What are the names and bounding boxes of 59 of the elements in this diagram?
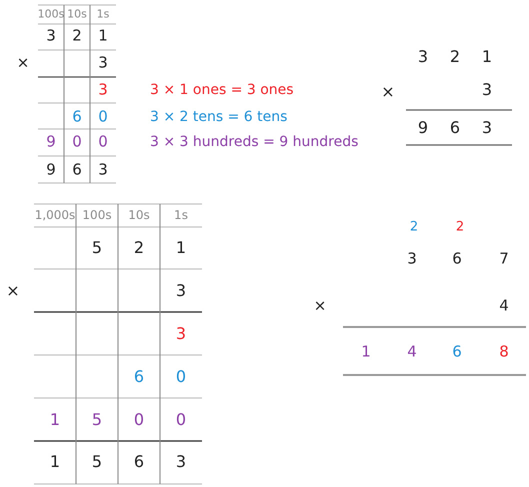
digit: 3 bbox=[176, 283, 186, 299]
column-header: 1s bbox=[96, 8, 110, 20]
digit: 2 bbox=[450, 49, 460, 65]
digit: 8 bbox=[499, 344, 509, 360]
digit: 2 bbox=[134, 240, 144, 256]
digit: 0 bbox=[134, 412, 144, 428]
digit: 2 bbox=[72, 28, 82, 44]
digit: 6 bbox=[450, 120, 460, 136]
digit: 5 bbox=[92, 454, 102, 470]
multiplication-sign: × bbox=[381, 84, 395, 100]
digit: 3 bbox=[176, 454, 186, 470]
column-header: 1,000s bbox=[34, 209, 76, 221]
digit: 3 bbox=[98, 56, 108, 70]
digit: 3 bbox=[46, 28, 56, 44]
digit: 4 bbox=[407, 344, 417, 360]
column-header: 10s bbox=[67, 8, 87, 20]
digit: 1 bbox=[361, 344, 371, 360]
digit: 1 bbox=[482, 49, 492, 65]
multiplication-sign: × bbox=[314, 298, 326, 314]
explanation-text: 3 × 2 tens = 6 tens bbox=[150, 110, 288, 124]
digit: 0 bbox=[176, 412, 186, 428]
digit: 9 bbox=[46, 134, 56, 150]
digit: 0 bbox=[176, 369, 186, 385]
digit: 6 bbox=[72, 110, 82, 124]
digit: 1 bbox=[176, 240, 186, 256]
column-header: 100s bbox=[38, 8, 64, 20]
digit: 3 bbox=[98, 82, 108, 98]
digit: 3 bbox=[98, 162, 108, 178]
digit: 3 bbox=[176, 326, 186, 342]
multiplication-sign: × bbox=[16, 56, 30, 70]
digit: 7 bbox=[499, 252, 509, 266]
column-header: 100s bbox=[82, 209, 112, 221]
column-header: 1s bbox=[174, 209, 188, 221]
digit: 0 bbox=[72, 134, 82, 150]
digit: 9 bbox=[46, 162, 56, 178]
digit: 9 bbox=[418, 120, 428, 136]
digit: 1 bbox=[50, 454, 60, 470]
digit: 3 bbox=[482, 120, 492, 136]
digit: 6 bbox=[452, 252, 462, 266]
carry-digit: 2 bbox=[456, 220, 464, 234]
digit: 4 bbox=[499, 298, 509, 314]
digit: 5 bbox=[92, 412, 102, 428]
explanation-text: 3 × 3 hundreds = 9 hundreds bbox=[150, 135, 358, 149]
explanation-text: 3 × 1 ones = 3 ones bbox=[150, 83, 294, 97]
digit: 6 bbox=[134, 369, 144, 385]
digit: 1 bbox=[50, 412, 60, 428]
digit: 0 bbox=[98, 110, 108, 124]
digit: 1 bbox=[98, 28, 108, 44]
carry-digit: 2 bbox=[410, 220, 418, 234]
digit: 6 bbox=[452, 344, 462, 360]
digit: 5 bbox=[92, 240, 102, 256]
digit: 3 bbox=[482, 82, 492, 98]
digit: 0 bbox=[98, 134, 108, 150]
digit: 3 bbox=[407, 252, 417, 266]
column-header: 10s bbox=[128, 209, 150, 221]
digit: 6 bbox=[72, 162, 82, 178]
digit: 3 bbox=[418, 49, 428, 65]
digit: 6 bbox=[134, 454, 144, 470]
multiplication-sign: × bbox=[6, 283, 20, 299]
